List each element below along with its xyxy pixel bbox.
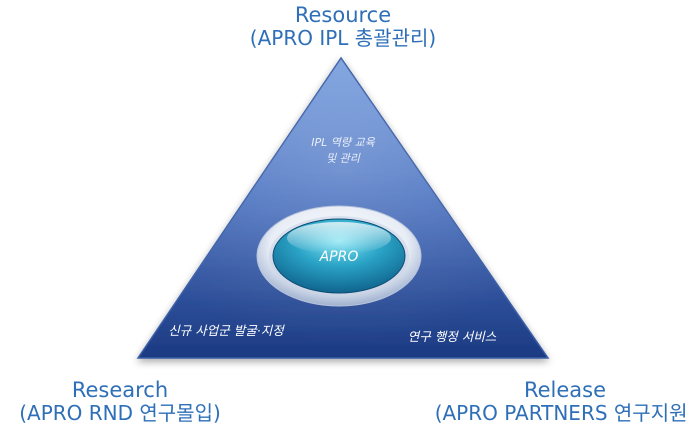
release-subtitle: (APRO PARTNERS 연구지원) <box>434 401 686 426</box>
resource-label: Resource (APRO IPL 총괄관리) <box>193 3 493 50</box>
apro-center-badge: APRO <box>256 205 422 307</box>
apro-center-label: APRO <box>319 249 359 265</box>
research-label: Research (APRO RND 연구몰입) <box>0 378 280 425</box>
release-inner-text: 연구 행정 서비스 <box>408 329 497 344</box>
resource-subtitle: (APRO IPL 총괄관리) <box>249 26 437 51</box>
resource-inner-line2: 및 관리 <box>326 152 361 165</box>
release-title: Release <box>523 378 607 402</box>
resource-title: Resource <box>294 3 392 27</box>
research-subtitle: (APRO RND 연구몰입) <box>19 401 221 426</box>
resource-inner-line1: IPL 역량 교육 <box>311 136 375 149</box>
research-inner-text: 신규 사업군 발굴·지정 <box>168 323 285 338</box>
research-title: Research <box>71 378 169 402</box>
release-label: Release (APRO PARTNERS 연구지원) <box>400 378 686 425</box>
